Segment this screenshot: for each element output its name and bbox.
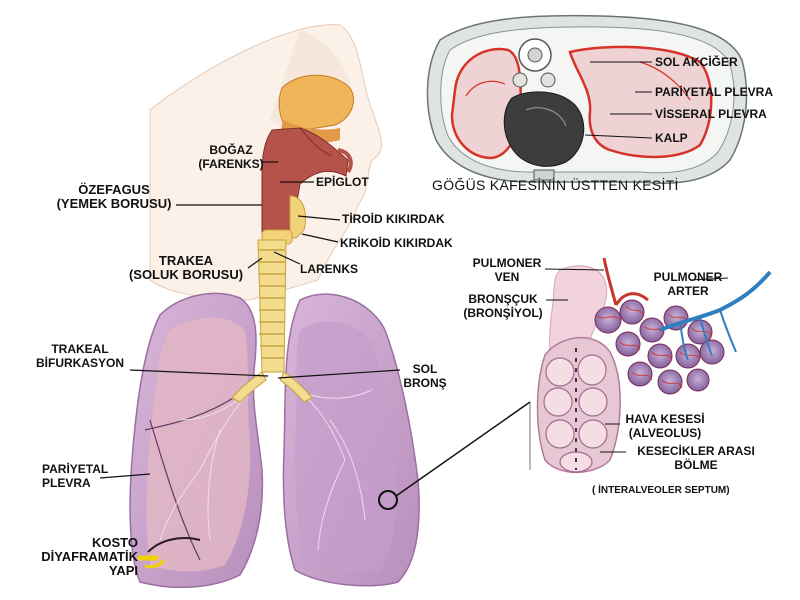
label-kosto-line1: KOSTO (92, 535, 138, 550)
label-kesecikler: KESECİKLER ARASI BÖLME (626, 444, 766, 472)
label-ozefagus-line2: (YEMEK BORUSU) (56, 196, 172, 211)
label-pulmoner-arter: PULMONER ARTER (646, 270, 730, 298)
label-larenks: LARENKS (300, 262, 359, 276)
pharynx (261, 127, 353, 233)
label-pulmoner-ven: PULMONER VEN (468, 256, 546, 284)
label-pariyetal-plevra: PARİYETAL PLEVRA (42, 462, 108, 490)
label-sol-brons: SOL BRONŞ (402, 362, 448, 390)
label-kesecikler-line2: BÖLME (674, 458, 718, 472)
label-trakeal-line2: BİFURKASYON (35, 356, 124, 370)
left-lung (282, 293, 420, 587)
label-kosto-line2: DİYAFRAMATİK (41, 549, 138, 564)
label-pariyetal-plevra-section: PARİYETAL PLEVRA (655, 85, 774, 99)
label-trakeal-line1: TRAKEAL (51, 342, 109, 356)
label-trakeal-bifurkasyon: TRAKEAL BİFURKASYON (30, 342, 130, 370)
label-pulmoner-arter-line1: PULMONER (653, 270, 723, 284)
figure-pointers (99, 161, 401, 479)
costodiaphragmatic-marker (138, 555, 166, 569)
label-pulmoner-ven-line1: PULMONER (472, 256, 542, 270)
label-trakea-line1: TRAKEA (158, 253, 214, 268)
label-kalp: KALP (655, 131, 688, 145)
inset-pointers (544, 268, 729, 453)
label-bogaz: BOĞAZ (FARENKS) (196, 143, 266, 171)
label-hava-kesesi-line2: (ALVEOLUS) (628, 426, 702, 440)
label-pariyetal-line1: PARİYETAL (42, 462, 109, 476)
label-bronscuk-line1: BRONŞÇUK (468, 292, 538, 306)
label-sol-brons-line1: SOL (412, 362, 438, 376)
label-ozefagus-line1: ÖZEFAGUS (78, 182, 150, 197)
label-bronscuk-line2: (BRONŞİYOL) (463, 306, 543, 320)
label-kesecikler-line1: KESECİKLER ARASI (637, 444, 755, 458)
label-pulmoner-ven-line2: VEN (494, 270, 520, 284)
label-bogaz-line1: BOĞAZ (209, 143, 253, 157)
label-septum: ( İNTERALVEOLER SEPTUM) (592, 485, 730, 496)
label-epiglot: EPİGLOT (316, 175, 369, 189)
thorax-cross-section (426, 14, 748, 184)
label-ozefagus: ÖZEFAGUS (YEMEK BORUSU) (48, 183, 180, 211)
alveoli-inset (536, 257, 772, 474)
label-trakea-line2: (SOLUK BORUSU) (128, 267, 244, 282)
label-bogaz-line2: (FARENKS) (198, 157, 264, 171)
label-visseral-plevra: VİSSERAL PLEVRA (655, 107, 767, 121)
label-pariyetal-line2: PLEVRA (42, 476, 91, 490)
label-sol-brons-line2: BRONŞ (403, 376, 447, 390)
label-hava-kesesi-line1: HAVA KESESİ (625, 412, 705, 426)
label-sol-akciger: SOL AKCİĞER (655, 55, 738, 69)
label-trakea: TRAKEA (SOLUK BORUSU) (116, 254, 256, 282)
label-pulmoner-arter-line2: ARTER (667, 284, 709, 298)
cross-section-pointers (584, 61, 653, 139)
right-lung (129, 292, 264, 589)
label-krikoid: KRİKOİD KIKIRDAK (340, 236, 453, 250)
label-kosto-line3: YAPI (108, 563, 138, 578)
zoom-indicator (378, 401, 531, 510)
label-kosto-diyaframatik: KOSTO DİYAFRAMATİK YAPI (20, 536, 138, 578)
cross-section-title: GÖĞÜS KAFESİNİN ÜSTTEN KESİTİ (432, 177, 679, 193)
label-tiroid: TİROİD KIKIRDAK (342, 212, 445, 226)
trachea (231, 239, 313, 403)
bronchial-tree (159, 374, 373, 551)
label-hava-kesesi: HAVA KESESİ (ALVEOLUS) (620, 412, 710, 440)
label-bronscuk: BRONŞÇUK (BRONŞİYOL) (458, 292, 548, 320)
